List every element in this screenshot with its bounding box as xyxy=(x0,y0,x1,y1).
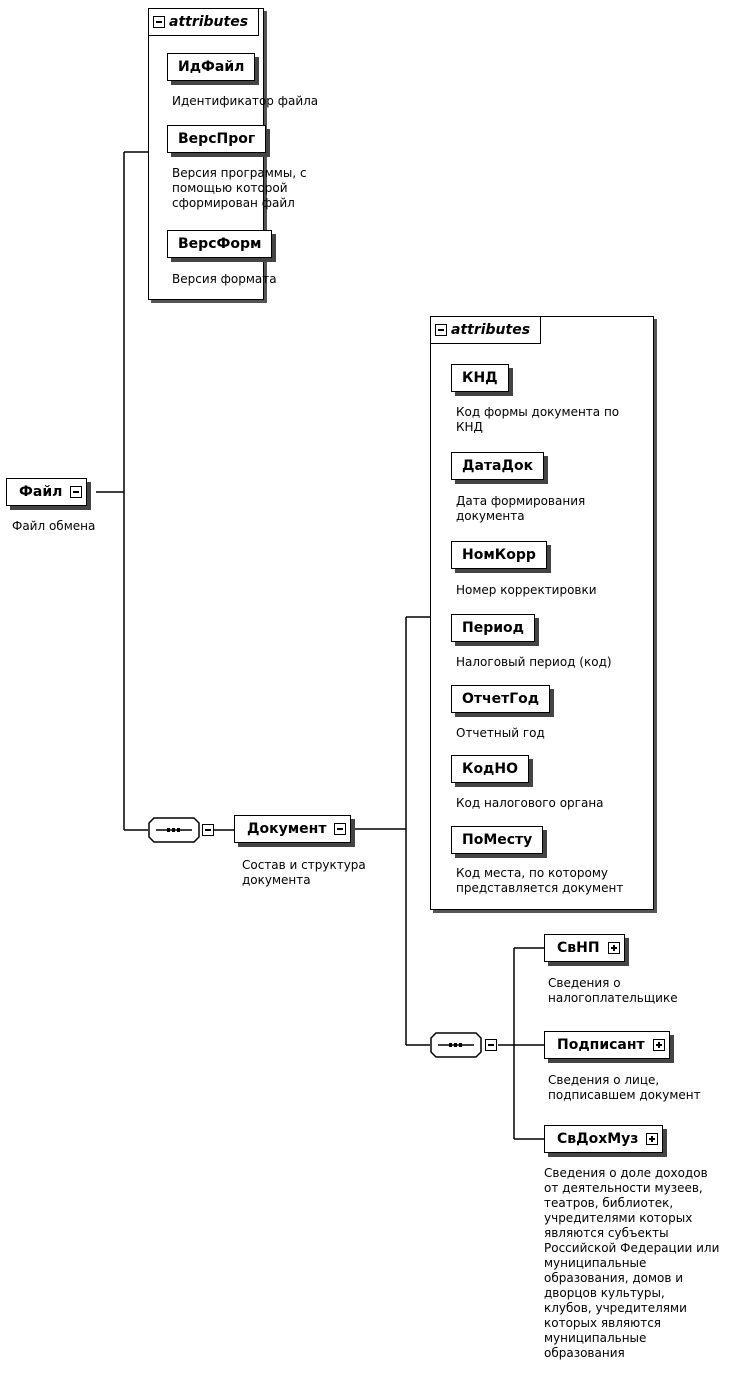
attr-nomkorr-desc: Номер корректировки xyxy=(456,583,597,597)
collapse-icon[interactable] xyxy=(334,823,347,835)
document-attributes-panel: attributes xyxy=(430,316,654,910)
element-svnp-label: СвНП xyxy=(557,940,600,956)
attr-versprog-desc: Версия программы, с помощью которой сфор… xyxy=(172,166,307,210)
attr-pomestu-desc: Код места, по которому представляется до… xyxy=(456,866,624,895)
attr-nomkorr[interactable]: НомКорр xyxy=(451,541,547,569)
sequence-compositor[interactable] xyxy=(148,817,200,843)
attr-knd[interactable]: КНД xyxy=(451,364,509,392)
collapse-icon[interactable] xyxy=(70,486,83,498)
element-podpisant-desc: Сведения о лице, подписавшем документ xyxy=(548,1073,701,1102)
attr-versform[interactable]: ВерсФорм xyxy=(167,230,273,258)
attributes-title: attributes xyxy=(451,322,531,338)
attributes-title: attributes xyxy=(169,14,249,30)
expand-icon[interactable] xyxy=(652,1039,665,1051)
collapse-icon[interactable] xyxy=(435,324,447,336)
element-svnp-desc: Сведения о налогоплательщике xyxy=(548,976,678,1005)
element-podpisant-label: Подписант xyxy=(557,1037,645,1053)
document-attributes-header: attributes xyxy=(431,317,542,344)
element-podpisant[interactable]: Подписант xyxy=(544,1031,670,1059)
element-dokument[interactable]: Документ xyxy=(234,815,352,843)
element-svdohmuz[interactable]: СвДохМуз xyxy=(544,1125,664,1153)
element-svnp[interactable]: СвНП xyxy=(544,934,625,962)
root-element-desc: Файл обмена xyxy=(12,519,96,533)
file-attributes-header: attributes xyxy=(149,9,260,36)
element-dokument-label: Документ xyxy=(247,821,327,837)
expand-icon[interactable] xyxy=(646,1133,659,1145)
attr-knd-desc: Код формы документа по КНД xyxy=(456,405,620,434)
collapse-icon[interactable] xyxy=(153,16,165,28)
sequence-compositor[interactable] xyxy=(430,1032,482,1058)
root-element-label: Файл xyxy=(19,484,63,500)
attr-versprog[interactable]: ВерсПрог xyxy=(167,125,267,153)
attr-versform-desc: Версия формата xyxy=(172,272,277,286)
attr-kodno-desc: Код налогового органа xyxy=(456,796,604,810)
attr-otchetgod-desc: Отчетный год xyxy=(456,726,545,740)
attr-idfajl[interactable]: ИдФайл xyxy=(167,53,256,81)
collapse-icon[interactable] xyxy=(485,1039,497,1051)
collapse-icon[interactable] xyxy=(202,824,214,836)
attr-datadok-desc: Дата формирования документа xyxy=(456,494,586,523)
attr-period-desc: Налоговый период (код) xyxy=(456,655,612,669)
element-svdohmuz-desc: Сведения о доле доходов от деятельности … xyxy=(544,1166,720,1360)
expand-icon[interactable] xyxy=(607,942,620,954)
element-svdohmuz-label: СвДохМуз xyxy=(557,1131,639,1147)
root-element-fajl[interactable]: Файл xyxy=(6,478,88,506)
element-dokument-desc: Состав и структура документа xyxy=(242,858,366,887)
attr-kodno[interactable]: КодНО xyxy=(451,755,529,783)
attr-datadok[interactable]: ДатаДок xyxy=(451,452,545,480)
attr-idfajl-desc: Идентификатор файла xyxy=(172,94,319,108)
attr-otchetgod[interactable]: ОтчетГод xyxy=(451,685,551,713)
attr-pomestu[interactable]: ПоМесту xyxy=(451,826,544,854)
attr-period[interactable]: Период xyxy=(451,614,535,642)
